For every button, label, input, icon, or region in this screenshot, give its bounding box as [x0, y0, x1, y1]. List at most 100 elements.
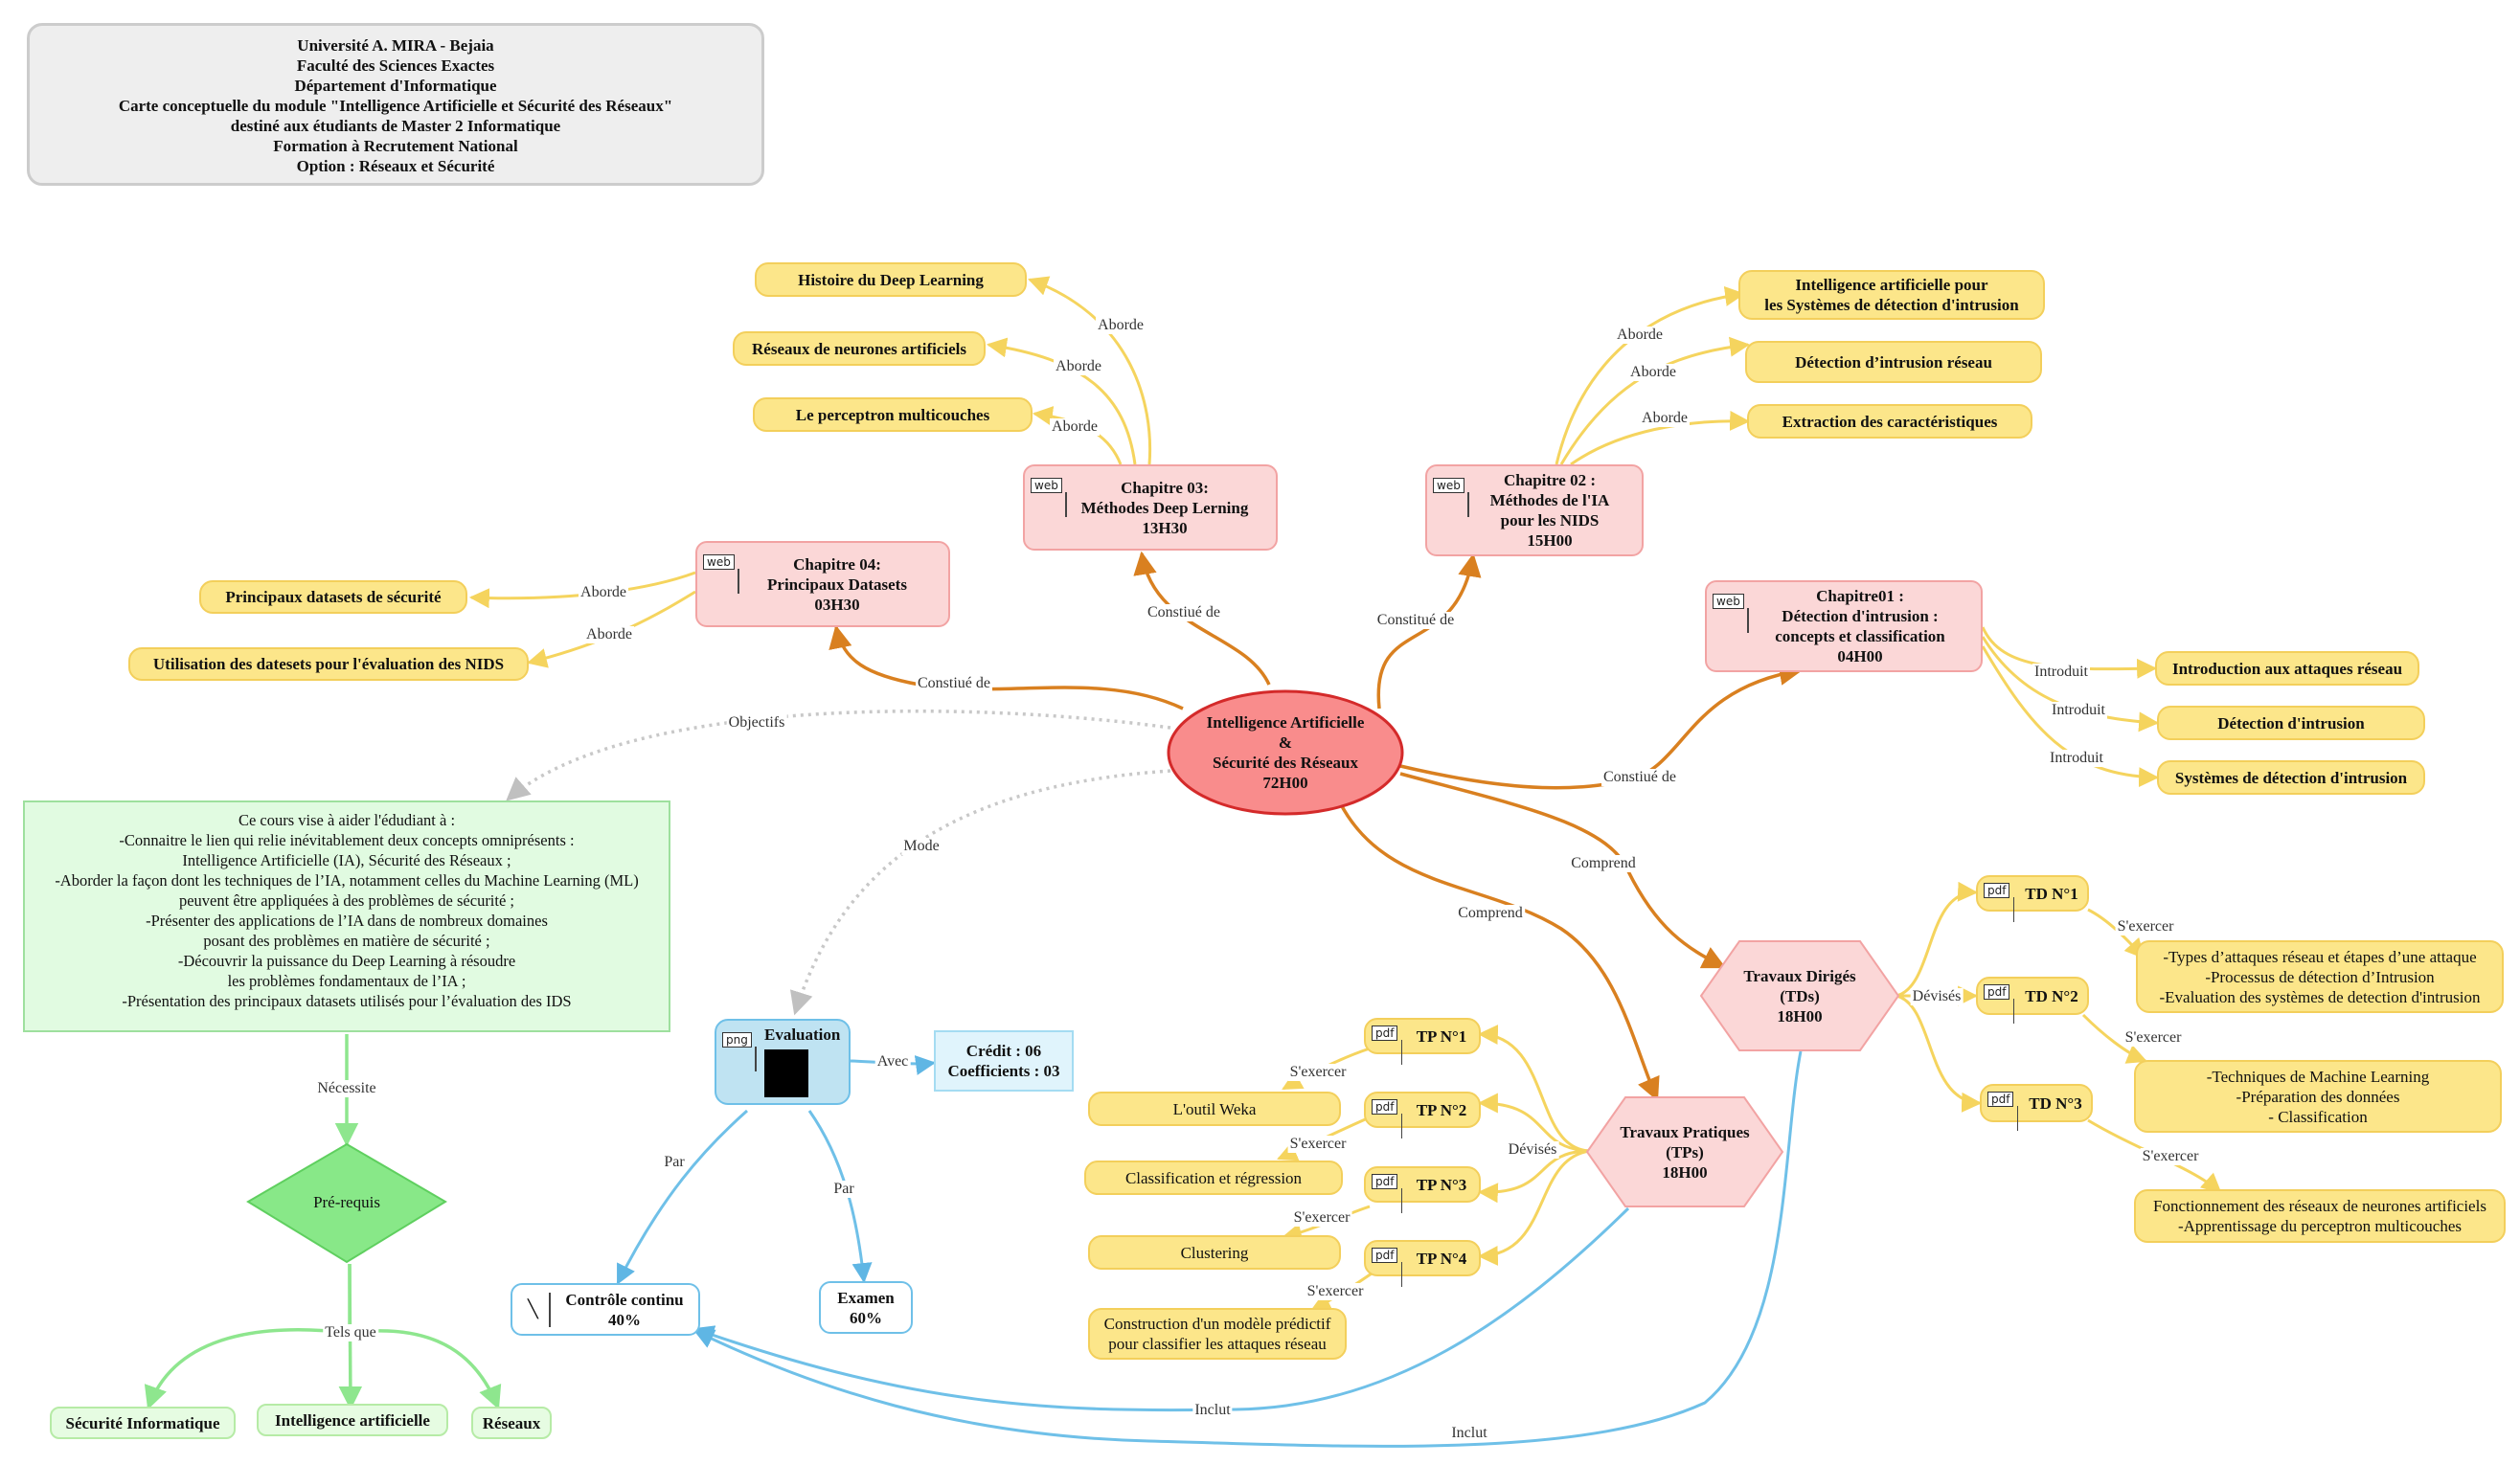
pdf-icon[interactable]: pdf	[1987, 1092, 2020, 1131]
prereq-item-3[interactable]: Réseaux	[471, 1407, 552, 1439]
edge-ch01-t2	[1981, 636, 2160, 732]
td-1-label: TD N°1	[2025, 884, 2078, 903]
topic-ch02-3[interactable]: Extraction des caractéristiques	[1747, 404, 2032, 439]
topic-ch02-1[interactable]: Intelligence artificielle pour les Systè…	[1738, 270, 2045, 320]
td-2-node[interactable]: pdf TD N°2	[1976, 977, 2089, 1024]
topic-ch01-1[interactable]: Introduction aux attaques réseau	[2155, 651, 2419, 686]
chapter-03-node[interactable]: web Chapitre 03: Méthodes Deep Lerning 1…	[1023, 464, 1278, 551]
pdf-icon[interactable]: pdf	[1984, 883, 2016, 922]
edge-label: Constiué de	[1601, 769, 1678, 786]
prereq-item-2[interactable]: Intelligence artificielle	[257, 1404, 448, 1436]
edge-tp-4	[1477, 1149, 1591, 1266]
edge-label: Aborde	[1615, 327, 1665, 344]
pdf-icon[interactable]: pdf	[1372, 1099, 1404, 1138]
controle-continu-node[interactable]: ╲ Contrôle continu 40%	[511, 1283, 700, 1336]
center-line: Sécurité des Réseaux	[1212, 754, 1359, 772]
evaluation-node[interactable]: png Evaluation	[715, 1019, 851, 1105]
tp-1-exercise[interactable]: L'outil Weka	[1088, 1092, 1341, 1126]
pdf-icon[interactable]: pdf	[1372, 1026, 1404, 1065]
td-3-exercise[interactable]: Fonctionnement des réseaux de neurones a…	[2134, 1189, 2506, 1243]
edge-label: Aborde	[584, 626, 634, 643]
topic-ch03-2[interactable]: Réseaux de neurones artificiels	[733, 331, 986, 366]
edge-label: S'exercer	[2115, 918, 2176, 935]
center-line: Intelligence Artificielle	[1206, 713, 1365, 732]
edge-label: S'exercer	[2140, 1148, 2201, 1165]
edge-label: Par	[662, 1154, 687, 1171]
topic-ch04-2[interactable]: Utilisation des datesets pour l'évaluati…	[128, 647, 529, 681]
prereq-label[interactable]: Pré-requis	[313, 1192, 380, 1211]
edge-prereq-3	[349, 1329, 502, 1410]
prereq-item-1[interactable]: Sécurité Informatique	[50, 1407, 236, 1439]
edge-label: Comprend	[1569, 855, 1638, 872]
tp-3-exercise[interactable]: Clustering	[1088, 1235, 1341, 1270]
header-line: Formation à Recrutement National	[273, 137, 518, 155]
tp-hexagon	[1585, 1096, 1784, 1207]
edge-label: Introduit	[2050, 702, 2107, 719]
edge-label: Aborde	[1096, 317, 1146, 334]
edge-label: S'exercer	[2123, 1029, 2184, 1047]
header-box: Université A. MIRA - Bejaia Faculté des …	[27, 23, 764, 186]
topic-ch04-1[interactable]: Principaux datasets de sécurité	[199, 580, 467, 614]
header-line: destiné aux étudiants de Master 2 Inform…	[230, 117, 561, 135]
pdf-icon[interactable]: pdf	[1372, 1174, 1404, 1213]
tp-main-node[interactable]: Travaux Pratiques (TPs) 18H00	[1620, 1122, 1750, 1182]
td-main-node[interactable]: Travaux Dirigés (TDs) 18H00	[1743, 966, 1856, 1026]
objective-line: Intelligence Artificielle (IA), Sécurité…	[182, 851, 511, 869]
pdf-icon[interactable]: pdf	[1372, 1248, 1404, 1287]
web-link-icon[interactable]: web	[703, 554, 739, 594]
topic-ch03-3[interactable]: Le perceptron multicouches	[753, 397, 1033, 432]
edge-label: Constiué de	[1146, 604, 1222, 621]
web-link-icon[interactable]: web	[1031, 478, 1067, 517]
web-link-icon[interactable]: web	[1433, 478, 1469, 517]
chapter-04-node[interactable]: web Chapitre 04: Principaux Datasets 03H…	[695, 541, 950, 627]
tp-4-node[interactable]: pdf TP N°4	[1364, 1240, 1481, 1287]
edge-label: Objectifs	[726, 714, 787, 732]
edge-tp-3	[1477, 1149, 1591, 1204]
td-1-node[interactable]: pdf TD N°1	[1976, 875, 2089, 922]
objective-line: Ce cours vise à aider l'édudiant à :	[238, 811, 456, 829]
edge-label: Inclut	[1192, 1402, 1233, 1419]
evaluation-image	[764, 1049, 808, 1097]
tp-1-node[interactable]: pdf TP N°1	[1364, 1018, 1481, 1065]
png-image-icon[interactable]: png	[722, 1032, 757, 1071]
edge-label: Aborde	[1054, 358, 1103, 375]
web-link-icon[interactable]: web	[1713, 594, 1749, 633]
tp-2-exercise[interactable]: Classification et régression	[1084, 1161, 1343, 1195]
pdf-icon[interactable]: pdf	[1984, 984, 2016, 1024]
center-node[interactable]: Intelligence Artificielle & Sécurité des…	[1170, 693, 1400, 812]
edge-center-tp	[1334, 794, 1660, 1102]
topic-ch02-2[interactable]: Détection d’intrusion réseau	[1745, 341, 2042, 383]
objectives-box: Ce cours vise à aider l'édudiant à : -Co…	[23, 800, 670, 1032]
objective-line: -Présentation des principaux datasets ut…	[122, 992, 572, 1010]
td-3-node[interactable]: pdf TD N°3	[1980, 1084, 2093, 1131]
edge-center-ch03	[1133, 551, 1271, 686]
edge-ch02-t2	[1559, 336, 1751, 465]
center-line: &	[1278, 733, 1293, 752]
objective-line: -Découvrir la puissance du Deep Learning…	[177, 952, 516, 970]
td-1-exercise[interactable]: -Types d’attaques réseau et étapes d’une…	[2136, 940, 2504, 1013]
header-line: Carte conceptuelle du module "Intelligen…	[118, 97, 673, 115]
center-line: 72H00	[1262, 774, 1308, 792]
chapter-02-label: Chapitre 02 : Méthodes de l'IA pour les …	[1489, 471, 1610, 550]
td-2-exercise[interactable]: -Techniques de Machine Learning -Prépara…	[2134, 1060, 2502, 1133]
edge-label: Par	[831, 1181, 856, 1198]
tp-3-node[interactable]: pdf TP N°3	[1364, 1166, 1481, 1213]
tp-2-node[interactable]: pdf TP N°2	[1364, 1092, 1481, 1138]
chapter-01-node[interactable]: web Chapitre01 : Détection d'intrusion :…	[1705, 580, 1983, 672]
edge-label: Aborde	[1640, 410, 1690, 427]
td-hexagon	[1699, 940, 1900, 1051]
topic-ch01-3[interactable]: Systèmes de détection d'intrusion	[2157, 760, 2425, 795]
edge-tp-inclut	[693, 1206, 1630, 1412]
objective-line: -Présenter des applications de l’IA dans…	[146, 912, 548, 930]
topic-ch03-1[interactable]: Histoire du Deep Learning	[755, 262, 1027, 297]
examen-node[interactable]: Examen 60%	[819, 1281, 913, 1334]
edge-ch03-t1	[1028, 276, 1152, 465]
chapter-02-node[interactable]: web Chapitre 02 : Méthodes de l'IA pour …	[1425, 464, 1644, 556]
edge-label: Avec	[874, 1053, 911, 1071]
edge-label: Introduit	[2048, 750, 2105, 767]
credit-box[interactable]: Crédit : 06 Coefficients : 03	[934, 1030, 1074, 1092]
edge-label: Aborde	[1050, 418, 1100, 436]
tp-4-exercise[interactable]: Construction d'un modèle prédictif pour …	[1088, 1308, 1347, 1360]
topic-ch01-2[interactable]: Détection d'intrusion	[2157, 706, 2425, 740]
edge-label: Inclut	[1449, 1425, 1489, 1442]
